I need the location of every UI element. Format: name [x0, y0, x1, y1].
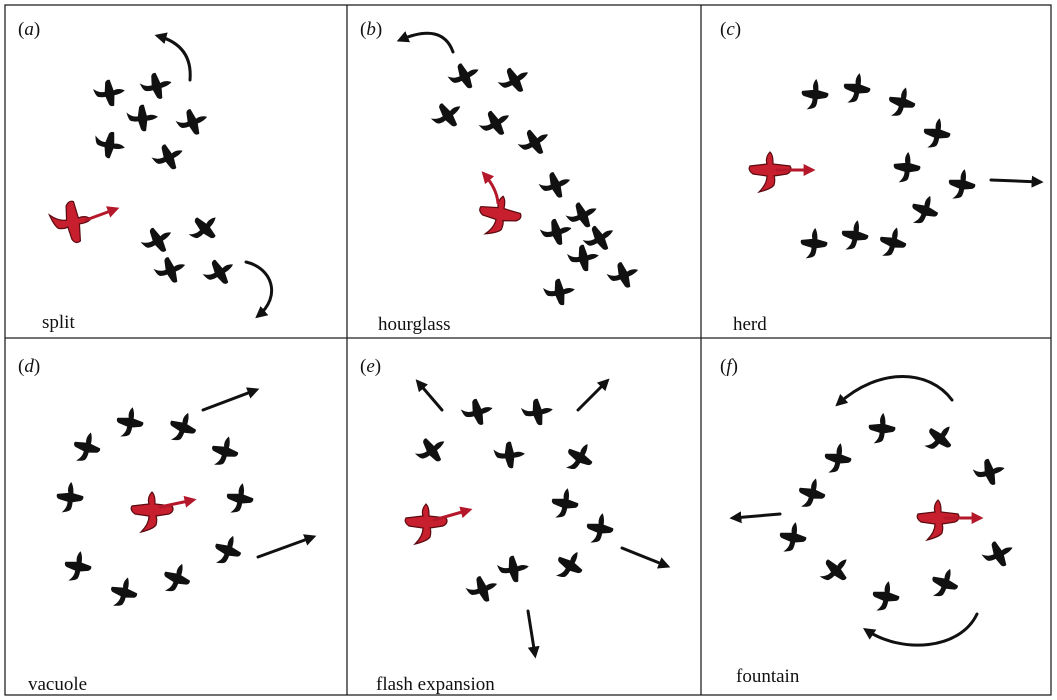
- predator-bird: [475, 192, 525, 240]
- flock-arrow-upper-left: [415, 379, 444, 412]
- prey-bird-group-lower: [137, 207, 240, 292]
- curved-arrow-bottom: [863, 612, 979, 647]
- prey-bird-ring: [411, 395, 616, 608]
- flock-arrow-upper: [201, 387, 260, 412]
- predator-bird: [916, 499, 960, 541]
- panel-d-label: vacuole: [28, 674, 87, 695]
- curved-arrow-top: [835, 375, 954, 407]
- flock-arrow-left: [729, 511, 782, 524]
- panel-b: (b) hourglass: [360, 19, 643, 335]
- prey-bird-flock: [427, 57, 643, 308]
- panel-a-tag: (a): [18, 19, 40, 40]
- prey-bird-group-upper: [91, 69, 212, 176]
- panel-f-tag: (f): [720, 356, 738, 377]
- predator-direction-arrow: [84, 206, 120, 222]
- curved-arrow-upper-left: [396, 31, 455, 54]
- panel-e-tag: (e): [360, 356, 381, 377]
- panel-b-tag: (b): [360, 19, 382, 40]
- panel-e-label: flash expansion: [376, 674, 495, 695]
- predator-bird: [404, 503, 448, 545]
- flock-arrow-down: [526, 609, 540, 659]
- panel-e: (e) flash expansion: [360, 356, 671, 695]
- panel-c-tag: (c): [720, 19, 741, 40]
- panel-grid: [4, 4, 1052, 696]
- predator-bird: [47, 197, 95, 248]
- curved-arrow-upper: [154, 32, 192, 82]
- predator-bird: [748, 151, 792, 193]
- panel-b-label: hourglass: [378, 314, 450, 335]
- curved-arrow-lower: [244, 260, 274, 319]
- flock-arrow-right: [620, 546, 671, 569]
- panel-d: (d) vacuole: [18, 356, 317, 695]
- panel-f: (f) fountain: [720, 356, 1019, 687]
- predator-bird: [130, 491, 174, 533]
- flock-arrow-upper-right: [576, 378, 610, 412]
- predator-direction-arrow: [158, 495, 197, 509]
- predator-direction-arrow: [481, 171, 500, 205]
- flock-direction-arrow: [989, 175, 1044, 188]
- flock-arrow-lower: [256, 534, 317, 559]
- predator-direction-arrow: [432, 506, 473, 522]
- panel-c-label: herd: [733, 314, 767, 335]
- panel-a: (a) split: [18, 19, 274, 333]
- prey-bird-ring: [799, 70, 978, 261]
- panel-c: (c) herd: [720, 19, 1044, 335]
- panel-a-label: split: [42, 312, 75, 333]
- panel-f-label: fountain: [736, 666, 800, 687]
- panel-d-tag: (d): [18, 356, 40, 377]
- prey-bird-ring: [777, 411, 1019, 615]
